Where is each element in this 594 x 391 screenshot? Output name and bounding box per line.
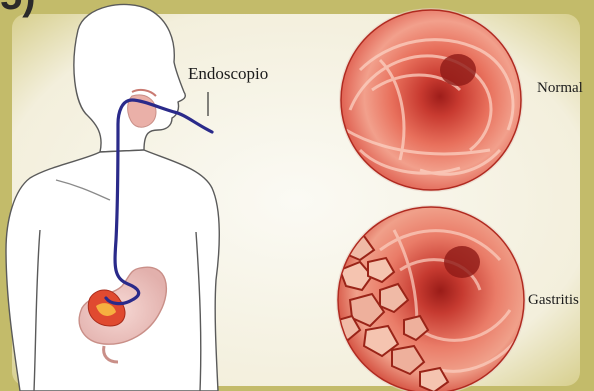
- normal-mucosa-view: [339, 8, 523, 192]
- gastritis-mucosa-view: [336, 205, 526, 391]
- normal-label: Normal: [537, 80, 583, 97]
- gastritis-label: Gastritis: [528, 292, 579, 309]
- endoscope-label: Endoscopio: [188, 64, 268, 84]
- figure-number: 5): [0, 0, 36, 16]
